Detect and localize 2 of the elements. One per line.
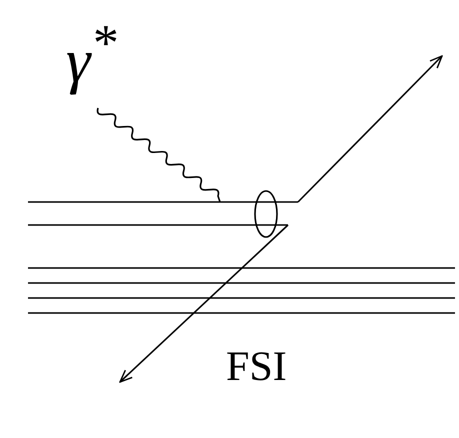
fsi-label: FSI: [226, 346, 287, 388]
photon-symbol: γ$^{*}$: [66, 18, 116, 93]
